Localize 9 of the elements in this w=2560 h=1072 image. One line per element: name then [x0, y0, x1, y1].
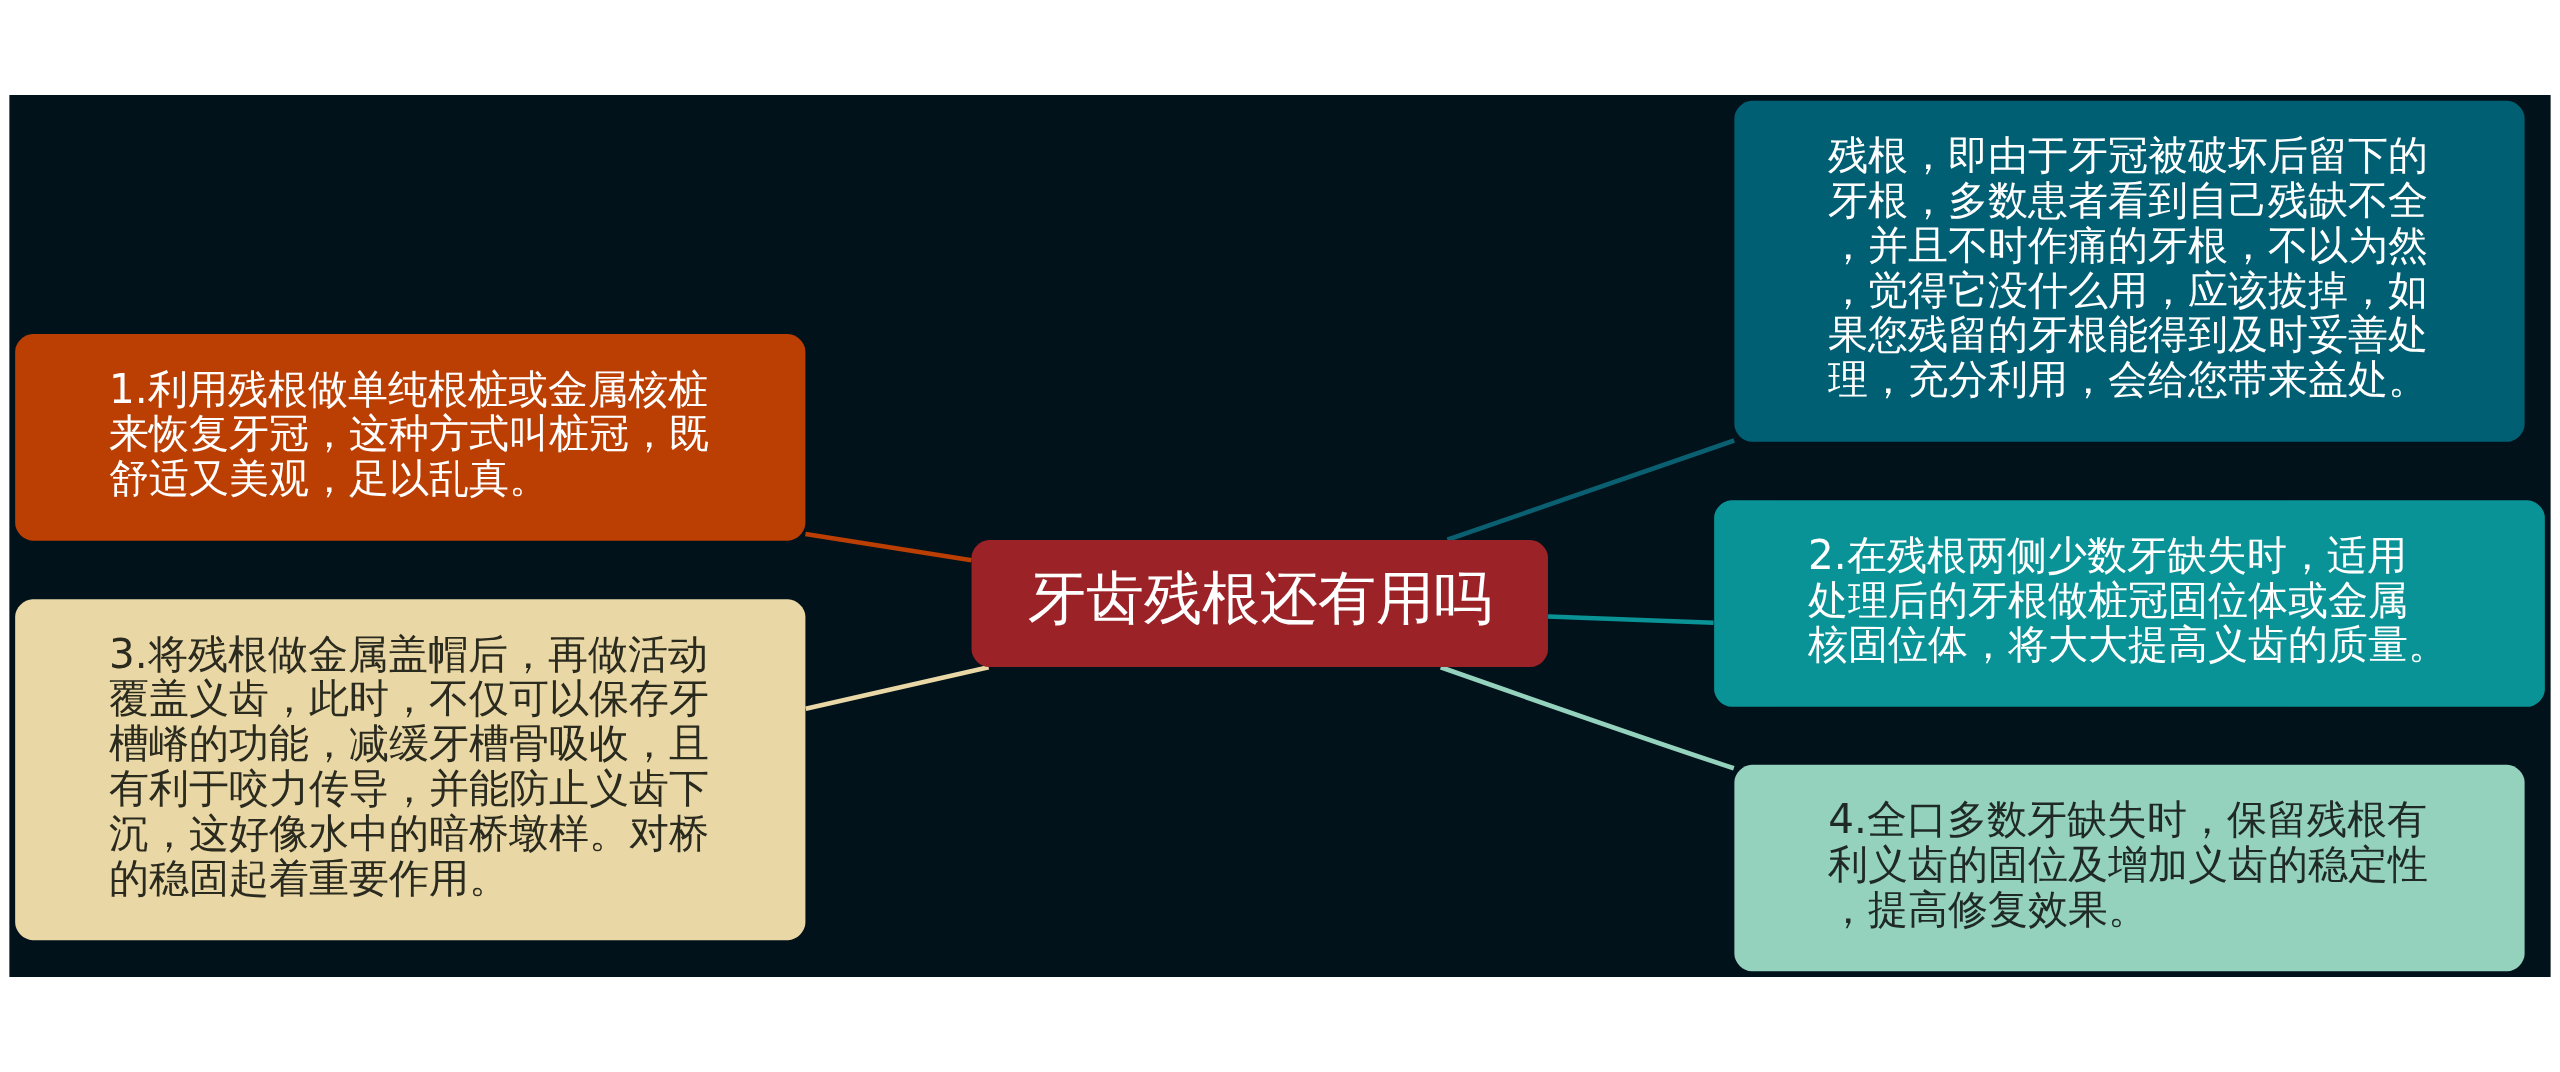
connector — [805, 664, 990, 711]
node-box: 牙齿残根还有用吗 — [971, 539, 1548, 668]
node-box: 残根，即由于牙冠被破坏后留下的牙根，多数患者看到自己残缺不全，并且不时作痛的牙根，不以为然，觉得它没什么用，应该拔掉，如果您残留的牙根能得到及时妥善处理，充分利用，会给您带来益处。 — [1734, 100, 2525, 442]
node-box: 4.全口多数牙缺失时，保留残根有利义齿的固位及增加义齿的稳定性，提高修复效果。 — [1734, 764, 2525, 972]
connector — [805, 531, 972, 563]
connector — [1548, 614, 1714, 625]
node-box: 1.利用残根做单纯根桩或金属核桩来恢复牙冠，这种方式叫桩冠，既舒适又美观，足以乱真。 — [15, 334, 806, 541]
node-box: 2.在残根两侧少数牙缺失时，适用处理后的牙根做桩冠固位体或金属核固位体，将大大提高义齿的质量。 — [1714, 500, 2545, 707]
node-box: 3.将残根做金属盖帽后，再做活动覆盖义齿，此时，不仅可以保存牙槽嵴的功能，减缓牙槽骨吸收，且有利于咬力传导，并能防止义齿下沉，这好像水中的暗桥墩样。对桥的稳固起着重要作用。 — [15, 599, 806, 941]
